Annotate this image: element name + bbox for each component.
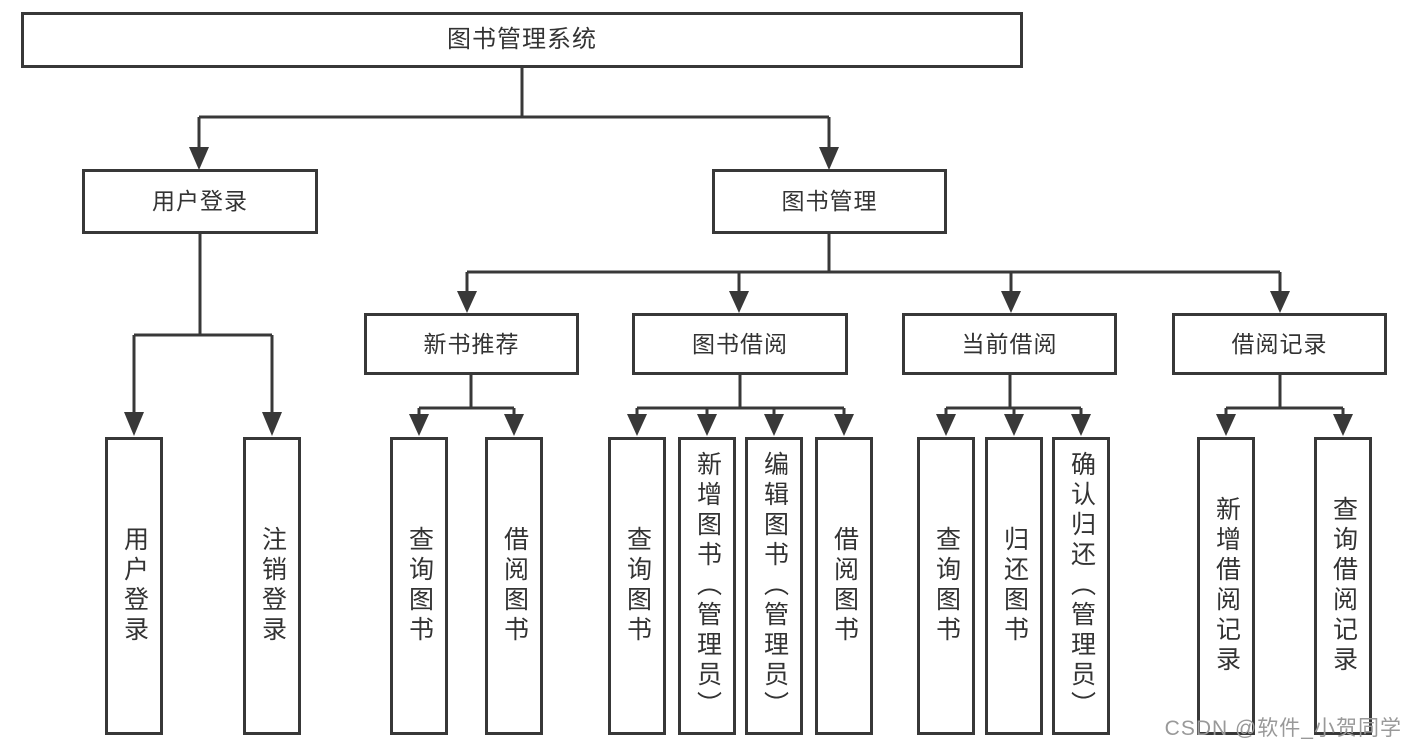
arrow-down-icon [1270,291,1290,313]
arrow-down-icon [627,414,647,436]
arrow-down-icon [504,414,524,436]
leaf-borrow-books-recommend: 借阅图书 [485,437,543,735]
leaf-query-books-borrow: 查询图书 [608,437,666,735]
node-book-management: 图书管理 [712,169,947,234]
leaf-add-borrow-record: 新增借阅记录 [1197,437,1255,735]
arrow-down-icon [729,291,749,313]
leaf-logout: 注销登录 [243,437,301,735]
leaf-confirm-return-admin: 确认归还（管理员） [1052,437,1110,735]
csdn-watermark: CSDN @软件_小贺同学 [1164,717,1402,740]
node-new-book-recommend: 新书推荐 [364,313,579,375]
arrow-down-icon [697,414,717,436]
arrow-down-icon [124,412,144,436]
node-current-borrow: 当前借阅 [902,313,1117,375]
leaf-query-borrow-record: 查询借阅记录 [1314,437,1372,735]
node-borrow-record: 借阅记录 [1172,313,1387,375]
arrow-down-icon [1333,414,1353,436]
arrow-down-icon [1216,414,1236,436]
leaf-query-books-current: 查询图书 [917,437,975,735]
arrow-down-icon [764,414,784,436]
leaf-add-books-admin: 新增图书（管理员） [678,437,736,735]
arrow-down-icon [834,414,854,436]
node-book-borrow: 图书借阅 [632,313,848,375]
arrow-down-icon [819,147,839,170]
leaf-user-login: 用户登录 [105,437,163,735]
node-root: 图书管理系统 [21,12,1023,68]
arrow-down-icon [409,414,429,436]
leaf-return-books: 归还图书 [985,437,1043,735]
arrow-down-icon [1004,414,1024,436]
leaf-borrow-books: 借阅图书 [815,437,873,735]
leaf-edit-books-admin: 编辑图书（管理员） [745,437,803,735]
node-user-login-branch: 用户登录 [82,169,318,234]
arrow-down-icon [189,147,209,170]
leaf-query-books-recommend: 查询图书 [390,437,448,735]
arrow-down-icon [936,414,956,436]
arrow-down-icon [262,412,282,436]
arrow-down-icon [1071,414,1091,436]
arrow-down-icon [457,291,477,313]
arrow-down-icon [1001,291,1021,313]
